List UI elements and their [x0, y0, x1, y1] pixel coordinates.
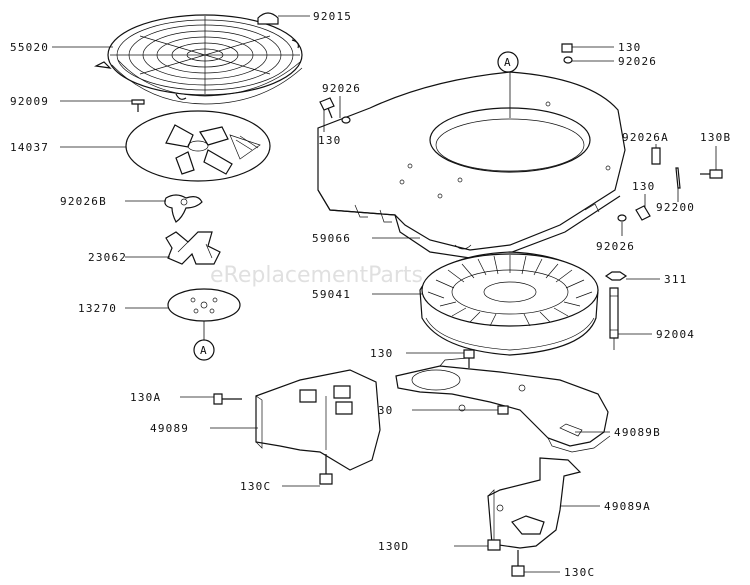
label-92026-right: 92026: [596, 240, 635, 253]
fan-59041[interactable]: [419, 251, 599, 356]
label-130b: 130B: [700, 131, 731, 144]
nut-311[interactable]: [604, 271, 660, 281]
baffle-49089a[interactable]: [487, 457, 600, 549]
label-130-mid: 130: [632, 180, 655, 193]
baffle-49089[interactable]: [210, 369, 381, 471]
callout-a-top-text: A: [504, 56, 512, 69]
label-130-fan1: 130: [370, 347, 393, 360]
label-49089: 49089: [150, 422, 189, 435]
label-92026-top: 92026: [618, 55, 657, 68]
label-59066: 59066: [312, 232, 351, 245]
label-130c-left: 130C: [240, 480, 271, 493]
washer-92026-top[interactable]: [563, 56, 614, 64]
label-92004: 92004: [656, 328, 695, 341]
label-92009: 92009: [10, 95, 49, 108]
bolt-92200[interactable]: [635, 167, 681, 221]
stud-92004[interactable]: [609, 287, 652, 350]
label-14037: 14037: [10, 141, 49, 154]
fan-screen-55020[interactable]: [94, 14, 303, 105]
washer-92026-left[interactable]: [341, 116, 351, 124]
label-49089b: 49089B: [614, 426, 661, 439]
plate-13270[interactable]: [125, 288, 241, 322]
callout-a-left-text: A: [200, 344, 208, 357]
label-92026a: 92026A: [622, 131, 669, 144]
label-130-top: 130: [618, 41, 641, 54]
baffle-49089b[interactable]: [395, 357, 611, 453]
screw-130a[interactable]: [180, 393, 242, 405]
label-23062: 23062: [88, 251, 127, 264]
label-130d: 130D: [378, 540, 409, 553]
label-13270: 13270: [78, 302, 117, 315]
screw-92009[interactable]: [60, 99, 145, 112]
screw-130c-left[interactable]: [282, 454, 333, 487]
bolt-130-top[interactable]: [561, 43, 614, 53]
bracket-23062[interactable]: [125, 231, 221, 265]
screw-130d[interactable]: [454, 539, 501, 551]
cap-92015[interactable]: [257, 12, 310, 25]
label-55020: 55020: [10, 41, 49, 54]
bolt-130-fan2[interactable]: [412, 405, 509, 415]
label-92026-left: 92026: [322, 82, 361, 95]
screw-130b[interactable]: [700, 146, 723, 179]
spring-clip-92026b[interactable]: [125, 194, 203, 223]
label-311: 311: [664, 273, 687, 286]
label-130c-bottom: 130C: [564, 566, 595, 579]
washer-92026-right[interactable]: [617, 214, 627, 236]
label-92200: 92200: [656, 201, 695, 214]
collar-92026a[interactable]: [651, 144, 661, 165]
screw-130c-bottom[interactable]: [511, 550, 560, 577]
label-92015: 92015: [313, 10, 352, 23]
label-49089a: 49089A: [604, 500, 651, 513]
fan-plate-14037[interactable]: [60, 110, 271, 182]
label-92026b: 92026B: [60, 195, 107, 208]
label-130-left: 130: [318, 134, 341, 147]
bolt-130-fan1[interactable]: [406, 349, 475, 368]
label-130a: 130A: [130, 391, 161, 404]
blower-housing-59066[interactable]: [317, 71, 626, 259]
label-59041: 59041: [312, 288, 351, 301]
callout-a-left[interactable]: A: [193, 339, 215, 361]
bolt-130-left[interactable]: [319, 97, 335, 132]
callout-a-top[interactable]: A: [497, 51, 519, 73]
